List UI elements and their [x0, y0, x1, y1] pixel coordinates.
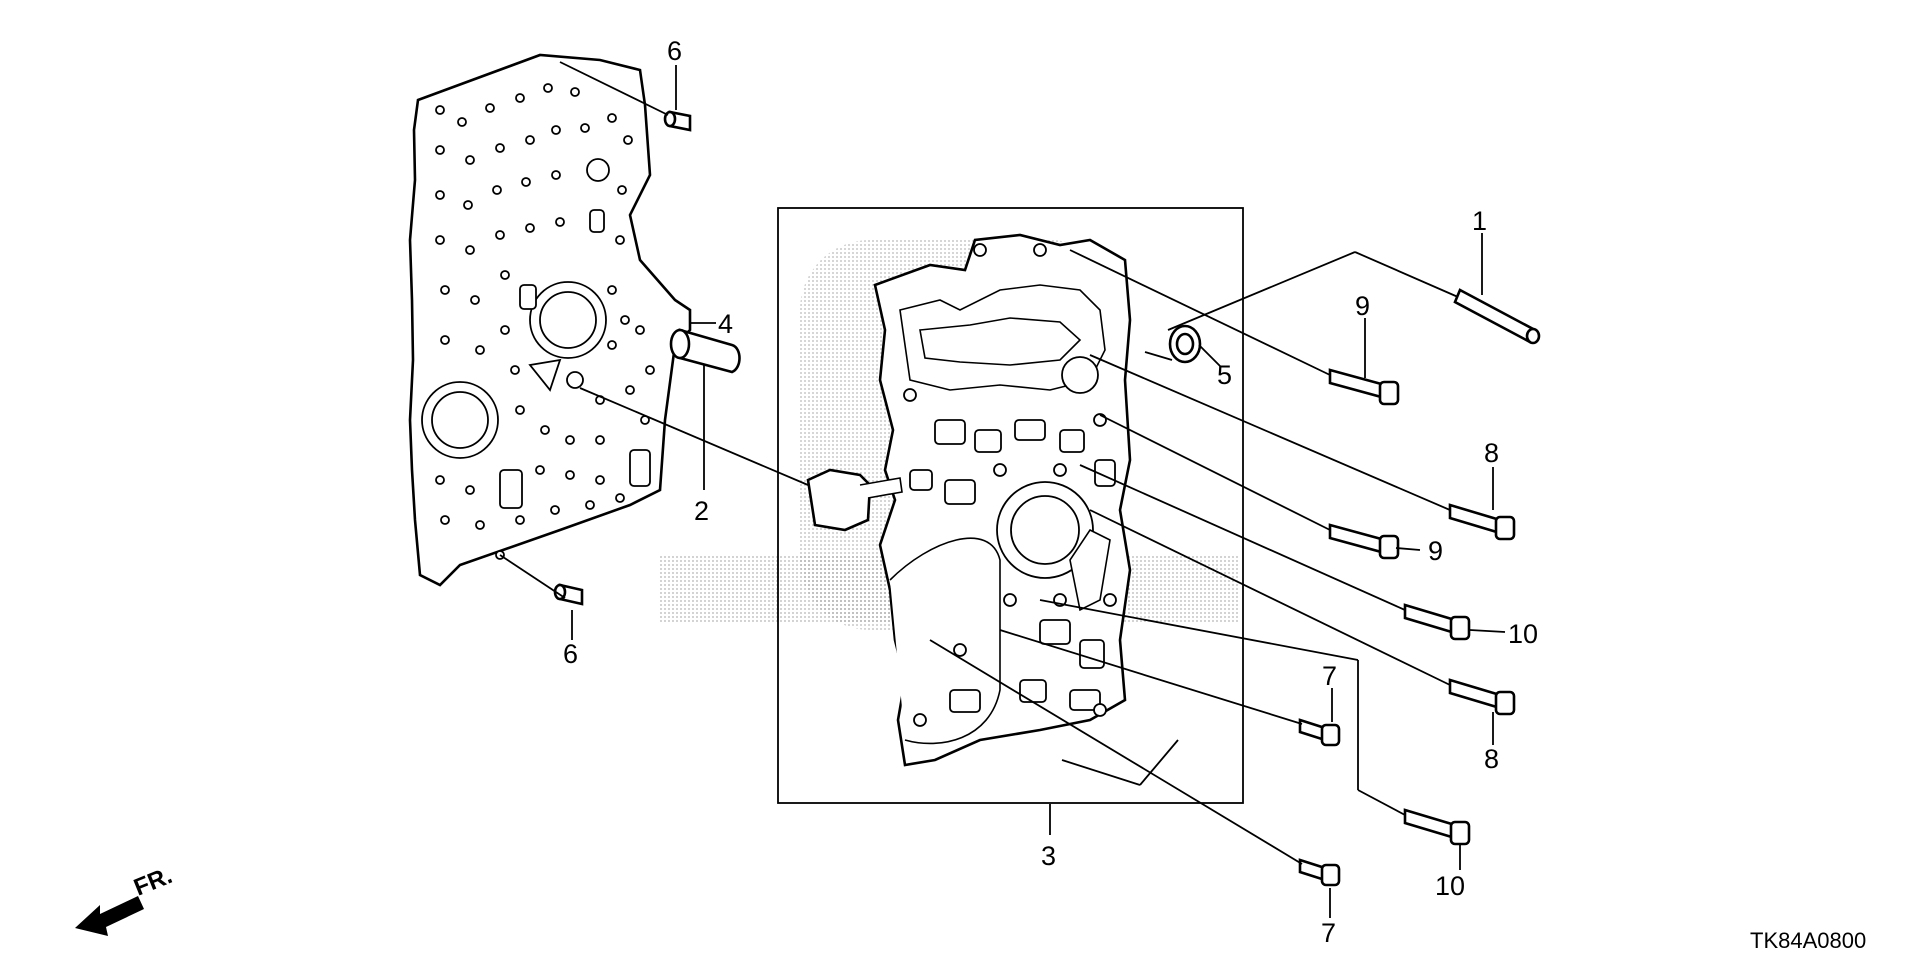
bolt-8-lower: [1448, 678, 1516, 716]
bolt-8-upper: [1448, 503, 1516, 541]
callout-8-lower: 8: [1484, 744, 1499, 774]
long-pin-1: [1453, 288, 1541, 345]
callout-6-lower: 6: [563, 639, 578, 669]
callout-1: 1: [1472, 206, 1487, 236]
bolt-9-lower: [1328, 523, 1400, 560]
callout-9-upper: 9: [1355, 291, 1370, 321]
assembly-frame: [777, 207, 1244, 804]
bolt-7-upper: [1298, 718, 1341, 747]
bolt-7-lower: [1298, 858, 1341, 887]
callout-7-lower: 7: [1321, 918, 1336, 948]
callout-6-upper: 6: [667, 36, 682, 66]
callout-5: 5: [1217, 360, 1232, 390]
ring-5: [1168, 324, 1202, 364]
callout-2: 2: [694, 496, 709, 526]
dowel-pin-2: [669, 328, 741, 374]
separator-plate: [408, 53, 692, 587]
callout-3: 3: [1041, 841, 1056, 871]
bolt-10-upper: [1403, 603, 1471, 641]
bolt-10-lower: [1403, 808, 1471, 846]
solenoid-connector: [806, 468, 903, 532]
callout-9-lower: 9: [1428, 536, 1443, 566]
pin-6-upper: [663, 110, 692, 132]
front-direction-arrow: FR.: [75, 862, 176, 936]
bolt-9-upper: [1328, 368, 1400, 406]
direction-label: FR.: [130, 862, 176, 902]
callout-7-upper: 7: [1322, 661, 1337, 691]
leader-lines: [499, 61, 1506, 918]
callout-10-upper: 10: [1508, 619, 1538, 649]
main-valve-body: [873, 233, 1132, 767]
callout-4: 4: [718, 309, 733, 339]
diagram-code: TK84A0800: [1750, 928, 1866, 953]
callout-10-lower: 10: [1435, 871, 1465, 901]
callout-8-upper: 8: [1484, 438, 1499, 468]
